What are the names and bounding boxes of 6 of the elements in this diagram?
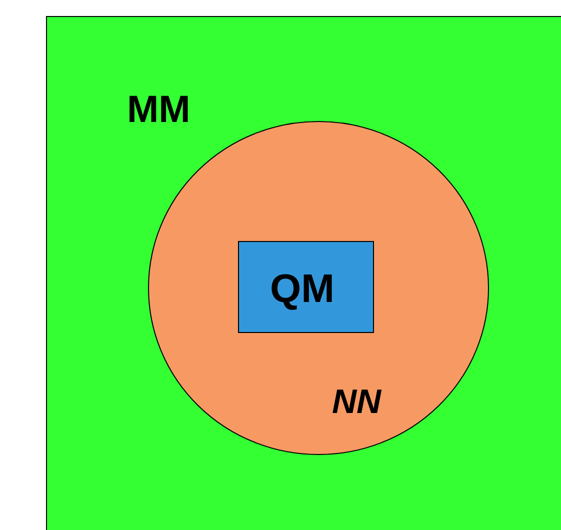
circle-region [148,121,489,455]
region-label: QM [270,269,334,309]
region-label: NN [332,385,382,419]
outer-region-box [46,16,561,530]
region-label: MM [127,91,190,129]
inner-box [238,241,374,333]
